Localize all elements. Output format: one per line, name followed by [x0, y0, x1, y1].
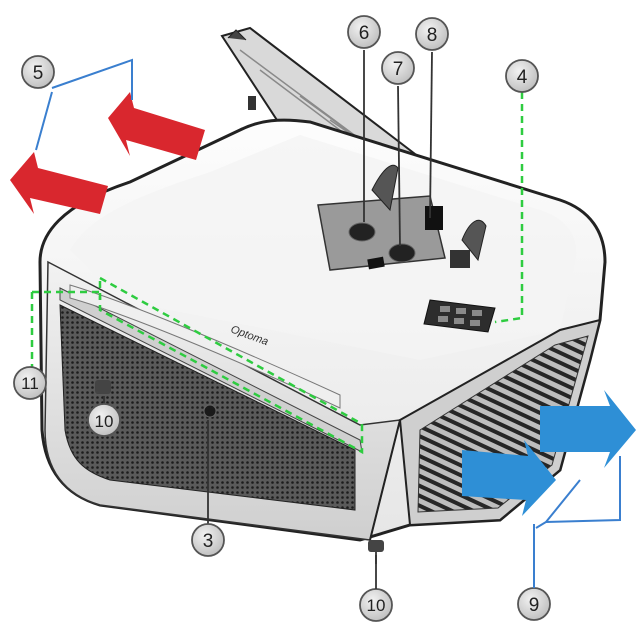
- callout-9: 9: [517, 524, 551, 621]
- callout-10-bottom: 10: [359, 555, 393, 622]
- red-arrow-icon: [10, 152, 108, 214]
- callout-3: 3: [191, 523, 225, 557]
- right-foot: [368, 540, 384, 552]
- keypad: [423, 299, 496, 333]
- svg-text:4: 4: [517, 67, 528, 88]
- svg-text:8: 8: [427, 25, 438, 46]
- leader-9b: [545, 456, 621, 523]
- svg-text:9: 9: [529, 595, 540, 616]
- callout-6: 6: [347, 15, 381, 49]
- callout-5: 5: [21, 55, 55, 89]
- leader-4: [494, 92, 524, 324]
- focus-knob: [348, 222, 376, 242]
- svg-text:10: 10: [367, 596, 386, 615]
- blue-arrow-icon: [540, 390, 636, 468]
- callout-10-left: 10: [87, 403, 121, 437]
- blue-arrow-icon: [462, 440, 556, 516]
- leader-lines: [35, 58, 621, 529]
- svg-text:6: 6: [359, 23, 370, 44]
- callout-8: 8: [415, 17, 449, 51]
- ir-receiver: [203, 404, 217, 418]
- leader-11: [32, 290, 102, 300]
- red-arrow-icon: [108, 92, 205, 160]
- leader-5a: [35, 91, 53, 151]
- callout-7: 7: [381, 51, 415, 85]
- svg-text:3: 3: [203, 531, 214, 552]
- callout-4: 4: [505, 59, 539, 93]
- callout-stems: [103, 50, 433, 564]
- svg-text:7: 7: [393, 59, 404, 80]
- leader-5b: [51, 58, 133, 100]
- lens-control-panel: [317, 164, 487, 271]
- svg-text:10: 10: [95, 412, 114, 431]
- intake-arrows: [462, 390, 636, 516]
- highlights: [30, 92, 524, 455]
- left-foot: [95, 380, 111, 394]
- exhaust-arrows: [10, 92, 205, 214]
- svg-text:11: 11: [21, 374, 39, 393]
- svg-text:5: 5: [33, 63, 44, 84]
- zoom-knob: [388, 243, 416, 263]
- callout-11: 11: [13, 366, 47, 400]
